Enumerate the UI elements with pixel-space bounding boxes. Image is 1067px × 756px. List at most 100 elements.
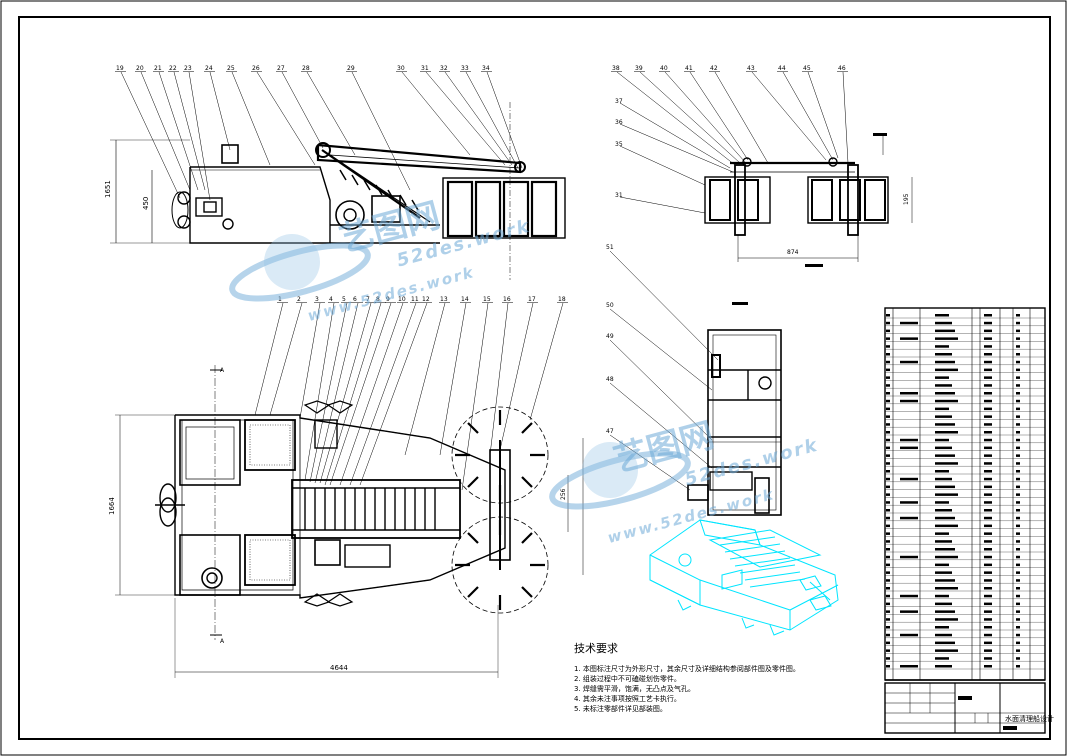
svg-text:1651: 1651 — [104, 180, 112, 198]
balloon-label: 10 — [398, 296, 406, 303]
parts-row-text-mark — [984, 532, 992, 535]
tech-requirement-item: 1. 本图标注尺寸为外形尺寸，其余尺寸及详细结构参阅部件图及零件图。 — [574, 665, 800, 673]
parts-row-text-mark — [1016, 626, 1020, 629]
parts-row-text-mark — [886, 524, 890, 528]
parts-row-text-mark — [1016, 337, 1020, 340]
balloon-label: 29 — [347, 65, 355, 72]
parts-row-text-mark — [984, 454, 992, 457]
parts-row-text-mark — [1016, 501, 1020, 504]
parts-list — [884, 307, 1046, 681]
parts-row-text-mark — [935, 516, 955, 520]
side-view — [687, 329, 782, 516]
parts-row-text-mark — [900, 477, 918, 481]
parts-row-text-mark — [1016, 563, 1020, 567]
balloon-label: 44 — [778, 65, 786, 72]
isometric-view — [649, 519, 839, 636]
balloon-label: 19 — [116, 65, 124, 72]
balloon-label: 30 — [397, 65, 405, 72]
parts-row-text-mark — [1016, 353, 1020, 356]
parts-row-text-mark — [1016, 610, 1020, 613]
balloon-label: 39 — [635, 65, 643, 72]
balloon-label: 45 — [803, 65, 811, 72]
parts-row-text-mark — [984, 563, 992, 567]
parts-row-text-mark — [1016, 360, 1020, 364]
parts-row-text-mark — [1016, 555, 1020, 559]
parts-row-text-mark — [1016, 509, 1020, 512]
parts-row-text-mark — [1016, 657, 1020, 660]
parts-row-text-mark — [935, 446, 952, 450]
parts-row-text-mark — [886, 501, 890, 504]
parts-row-text-mark — [886, 345, 890, 348]
section-view — [704, 135, 913, 262]
parts-row-text-mark — [1016, 540, 1020, 543]
parts-row-text-mark — [900, 516, 918, 520]
parts-row-text-mark — [984, 649, 992, 652]
parts-row-text-mark — [886, 392, 890, 395]
parts-row-text-mark — [886, 540, 890, 543]
parts-row-text-mark — [886, 321, 890, 325]
balloon-label: 24 — [205, 65, 213, 72]
parts-row-text-mark — [984, 399, 992, 403]
balloon-label: 34 — [482, 65, 490, 72]
parts-row-text-mark — [935, 423, 955, 426]
parts-row-text-mark — [935, 579, 955, 582]
parts-row-text-mark — [935, 587, 958, 590]
parts-row-text-mark — [1016, 493, 1020, 496]
parts-row-text-mark — [1016, 633, 1020, 637]
parts-row-text-mark — [900, 392, 918, 395]
parts-row-text-mark — [984, 493, 992, 496]
parts-row-text-mark — [1016, 587, 1020, 590]
parts-row-text-mark — [1016, 392, 1020, 395]
parts-row-text-mark — [1016, 641, 1020, 645]
parts-row-text-mark — [886, 602, 890, 606]
balloon-label: 51 — [606, 244, 614, 251]
parts-row-text-mark — [886, 493, 890, 496]
parts-row-text-mark — [886, 384, 890, 387]
parts-row-text-mark — [886, 649, 890, 652]
parts-row-text-mark — [984, 587, 992, 590]
technical-requirements-title: 技术要求 — [574, 642, 618, 655]
parts-row-text-mark — [984, 509, 992, 512]
parts-row-text-mark — [984, 610, 992, 613]
parts-row-text-mark — [935, 353, 952, 356]
parts-row-text-mark — [1016, 314, 1020, 317]
parts-row-text-mark — [935, 626, 949, 629]
balloon-label: 28 — [302, 65, 310, 72]
parts-row-text-mark — [1016, 516, 1020, 520]
parts-row-text-mark — [886, 454, 890, 457]
parts-row-text-mark — [900, 399, 918, 403]
parts-row-text-mark — [1016, 423, 1020, 426]
parts-row-text-mark — [886, 337, 890, 340]
parts-row-text-mark — [900, 360, 918, 364]
parts-row-text-mark — [886, 610, 890, 613]
parts-row-text-mark — [984, 321, 992, 325]
balloon-label: 41 — [685, 65, 693, 72]
parts-row-text-mark — [984, 376, 992, 379]
balloon-label: 20 — [136, 65, 144, 72]
balloon-label: 11 — [411, 296, 419, 303]
parts-row-text-mark — [935, 610, 955, 613]
parts-list-rows — [885, 314, 1045, 670]
parts-row-text-mark — [886, 633, 890, 637]
parts-row-text-mark — [886, 555, 890, 559]
parts-row-text-mark — [900, 633, 918, 637]
parts-row-text-mark — [886, 532, 890, 535]
parts-row-text-mark — [1016, 532, 1020, 535]
parts-row-text-mark — [1016, 470, 1020, 473]
parts-row-text-mark — [984, 470, 992, 473]
parts-row-text-mark — [886, 438, 890, 442]
elevation-view — [110, 102, 566, 280]
balloon-label: 36 — [615, 119, 623, 126]
balloon-label: 43 — [747, 65, 755, 72]
parts-row-text-mark — [1016, 454, 1020, 457]
parts-row-text-mark — [935, 368, 958, 372]
parts-row-text-mark — [935, 602, 952, 606]
parts-row-text-mark — [886, 509, 890, 512]
tech-requirement-item: 2. 组装过程中不可磕碰划伤零件。 — [574, 675, 681, 683]
parts-row-text-mark — [1016, 665, 1020, 668]
balloon-label: 3 — [315, 296, 319, 303]
parts-row-text-mark — [935, 376, 949, 379]
tech-requirement-item: 3. 焊缝需平滑，饱满，无凸点及气孔。 — [574, 685, 695, 693]
parts-row-text-mark — [900, 594, 918, 598]
balloon-label: 4 — [329, 296, 333, 303]
